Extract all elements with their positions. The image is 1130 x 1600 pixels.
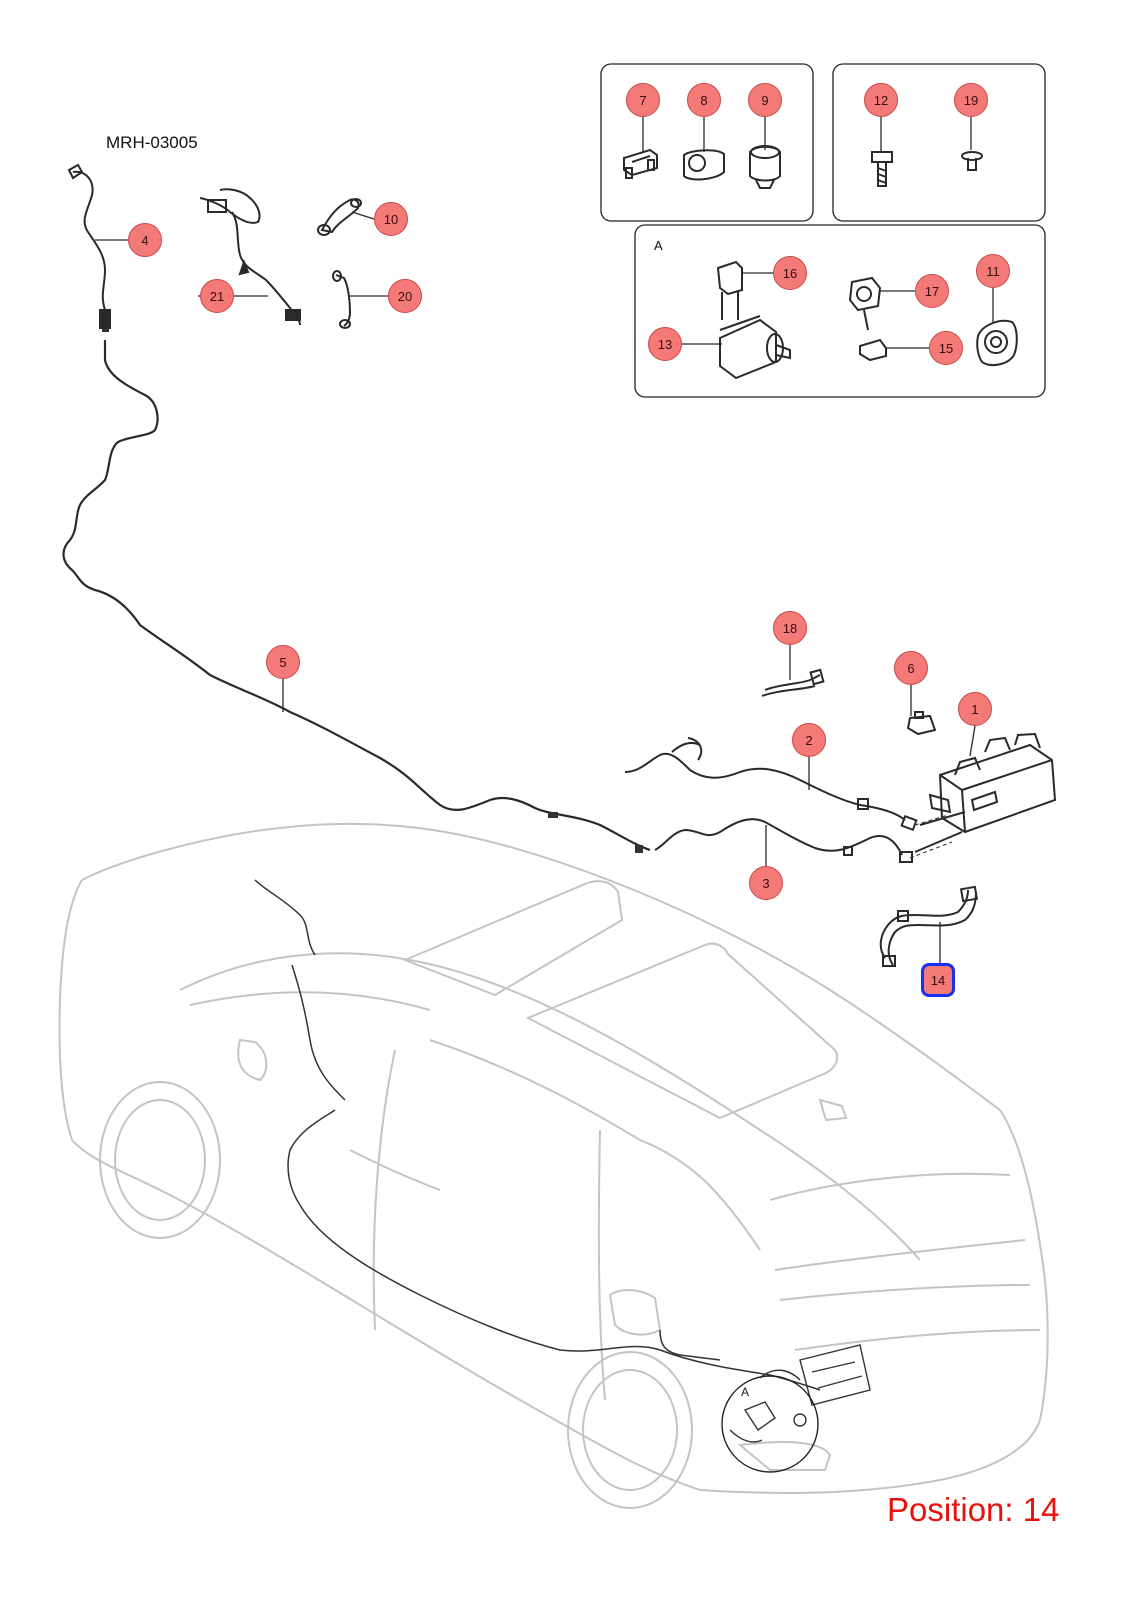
inset-box-clips	[600, 63, 814, 222]
part-17-valve	[848, 276, 882, 331]
part-5-vapor-line	[62, 340, 651, 852]
callout-2[interactable]: 2	[792, 723, 826, 757]
inset-box-fasteners	[832, 63, 1046, 222]
callout-16[interactable]: 16	[773, 256, 807, 290]
part-6-bracket	[906, 711, 937, 736]
part-8-clamp	[683, 149, 725, 181]
callout-19[interactable]: 19	[954, 83, 988, 117]
callout-4[interactable]: 4	[128, 223, 162, 257]
part-5-line-clips	[102, 320, 643, 853]
part-16-bracket	[716, 260, 743, 320]
part-18-hose	[761, 668, 825, 697]
callout-9[interactable]: 9	[748, 83, 782, 117]
callout-13[interactable]: 13	[648, 327, 682, 361]
part-3-vapor-line	[654, 818, 913, 863]
detail-a-label: A	[654, 238, 663, 253]
part-7-clip	[623, 148, 658, 179]
callout-3[interactable]: 3	[749, 866, 783, 900]
callout-17[interactable]: 17	[915, 274, 949, 308]
callout-1[interactable]: 1	[958, 692, 992, 726]
part-14-hose	[879, 885, 979, 967]
callout-11[interactable]: 11	[976, 254, 1010, 288]
callout-5[interactable]: 5	[266, 645, 300, 679]
callout-8[interactable]: 8	[687, 83, 721, 117]
vehicle-canister-assembly	[721, 1344, 871, 1473]
part-10-elbow-hose	[317, 198, 362, 236]
part-1-canister	[914, 732, 1057, 853]
vehicle-outline	[58, 822, 1049, 1494]
vehicle-detail-label: A	[741, 1385, 749, 1399]
callout-6[interactable]: 6	[894, 651, 928, 685]
part-20-tube	[332, 270, 352, 329]
callout-20[interactable]: 20	[388, 279, 422, 313]
callout-15[interactable]: 15	[929, 331, 963, 365]
callout-21[interactable]: 21	[200, 279, 234, 313]
callout-12[interactable]: 12	[864, 83, 898, 117]
callout-7[interactable]: 7	[626, 83, 660, 117]
diagram-code: MRH-03005	[106, 133, 198, 152]
vehicle-routing-line	[254, 879, 821, 1391]
part-4-vapor-hose	[67, 163, 111, 329]
position-readout: Position: 14	[887, 1491, 1060, 1528]
vehicle-wheels	[99, 1081, 693, 1509]
part-9-grommet	[749, 145, 781, 189]
assembly-dashed-lines	[909, 814, 953, 859]
part-13-filter	[719, 315, 791, 380]
part-12-bolt	[871, 151, 893, 187]
part-2-vapor-line	[624, 737, 918, 832]
callout-18[interactable]: 18	[773, 611, 807, 645]
part-15-bracket	[859, 338, 887, 362]
inset-box-detail-a	[634, 224, 1046, 398]
callout-10[interactable]: 10	[374, 202, 408, 236]
callout-14-selected[interactable]: 14	[921, 963, 955, 997]
part-19-push-pin	[961, 151, 983, 171]
part-11-valve	[976, 319, 1018, 367]
part-21-harness	[199, 188, 301, 326]
